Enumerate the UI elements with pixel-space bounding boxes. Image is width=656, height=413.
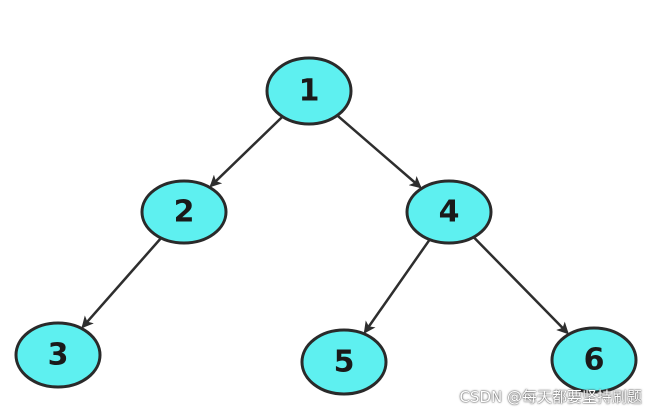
tree-nodes: 1 2 3 4 5 6 [14,56,638,396]
tree-node-label: 4 [439,195,460,230]
tree-node-label: 2 [174,195,195,230]
edge-n4-n5-arrow [363,238,431,334]
tree-node-6: 6 [550,326,638,394]
tree-edges [81,114,569,335]
tree-node-circle [14,321,102,389]
tree-node-circle [405,179,493,245]
edge-n2-n3-arrow [81,237,163,329]
tree-node-label: 3 [48,338,69,373]
tree-node-circle [140,179,228,245]
tree-node-circle [300,328,388,396]
edge-n1-n4-arrow [336,114,422,189]
tree-node-circle [550,326,638,394]
tree-node-3: 3 [14,321,102,389]
edge-n4-n6-arrow [472,236,569,335]
tree-node-4: 4 [405,179,493,245]
tree-node-label: 1 [299,74,320,109]
watermark-text: CSDN @每天都要坚持刷题 [459,388,642,406]
tree-node-circle [265,56,353,126]
tree-node-2: 2 [140,179,228,245]
tree-node-1: 1 [265,56,353,126]
tree-node-label: 6 [584,343,605,378]
tree-node-label: 5 [334,345,355,380]
tree-node-5: 5 [300,328,388,396]
edge-n1-n2-arrow [209,115,284,188]
